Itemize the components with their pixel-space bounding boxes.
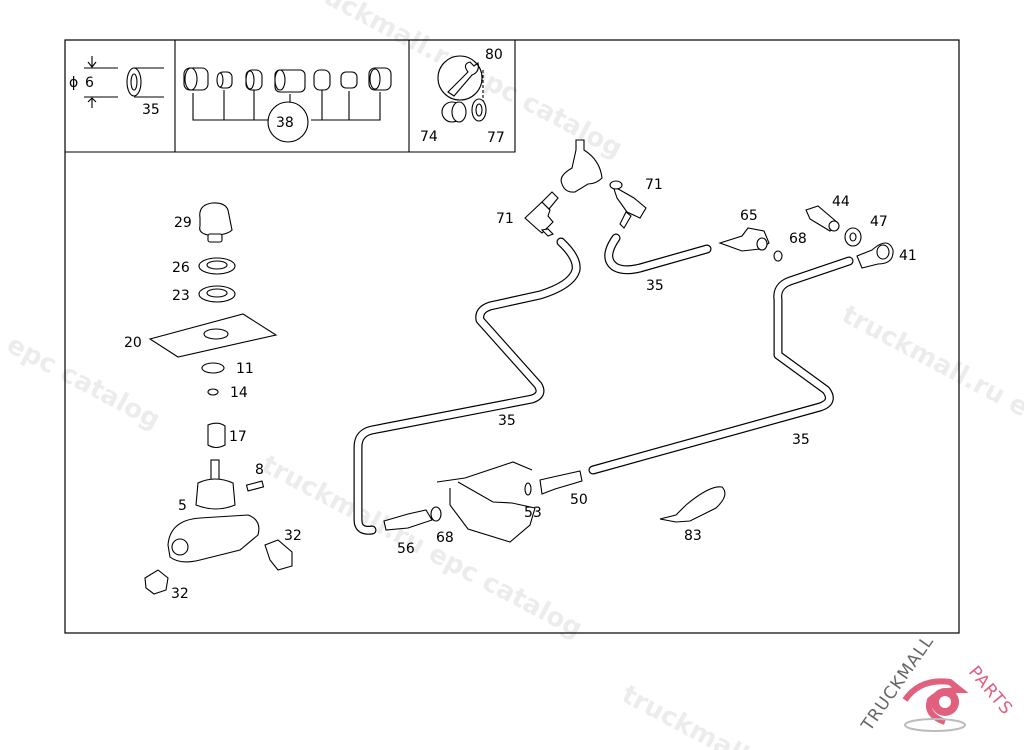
seal-label-77: 77 [487, 130, 505, 146]
callout-68-upper: 68 [789, 231, 807, 247]
legend-tool: 80 74 77 [420, 47, 505, 146]
callout-32-upper: 32 [284, 528, 302, 544]
watermark: truckmall.ru epc catalog [257, 450, 587, 645]
fitting-set-label: 38 [276, 115, 294, 131]
callout-35-upper: 35 [646, 278, 664, 294]
callout-68-lower: 68 [436, 530, 454, 546]
callout-20: 20 [124, 335, 142, 351]
legend-tube: ϕ 6 35 [69, 56, 164, 118]
cable-tie [659, 486, 726, 523]
truckmallparts-logo: TRUCKMALL PARTS [857, 632, 1016, 736]
logo-text-accent: PARTS [964, 662, 1016, 719]
connectors-top [524, 139, 647, 237]
tube-label: 35 [142, 102, 160, 118]
tool-label: 80 [485, 47, 503, 63]
callout-35-middle: 35 [498, 413, 516, 429]
callout-11: 11 [236, 361, 254, 377]
callout-83: 83 [684, 528, 702, 544]
diagram-frame [64, 39, 960, 634]
seal-label-74: 74 [420, 129, 438, 145]
callout-65: 65 [740, 208, 758, 224]
callout-32-lower: 32 [171, 586, 189, 602]
watermark: truckmall.ru e [837, 300, 1024, 424]
callout-8: 8 [255, 462, 264, 478]
legend-fitting-set: 38 [183, 67, 392, 143]
callout-23: 23 [172, 288, 190, 304]
fittings-right [718, 205, 894, 269]
callout-26: 26 [172, 260, 190, 276]
diameter-symbol: ϕ [69, 75, 78, 91]
callout-41: 41 [899, 248, 917, 264]
tubes [353, 233, 854, 535]
valve-assembly [144, 202, 293, 595]
callout-71-left: 71 [496, 211, 514, 227]
callout-14: 14 [230, 385, 248, 401]
callout-labels: 29 26 23 20 11 14 17 8 5 32 32 71 71 65 … [124, 177, 917, 602]
callout-35-right: 35 [792, 432, 810, 448]
callout-50: 50 [570, 492, 588, 508]
parts-lower-middle [383, 461, 583, 543]
callout-56: 56 [397, 541, 415, 557]
callout-5: 5 [178, 498, 187, 514]
callout-71-right: 71 [645, 177, 663, 193]
callout-53: 53 [524, 505, 542, 521]
callout-29: 29 [174, 215, 192, 231]
legend-box-dividers [65, 40, 516, 153]
diameter-value: 6 [85, 75, 94, 91]
callout-44: 44 [832, 194, 850, 210]
callout-17: 17 [229, 429, 247, 445]
callout-47: 47 [870, 214, 888, 230]
